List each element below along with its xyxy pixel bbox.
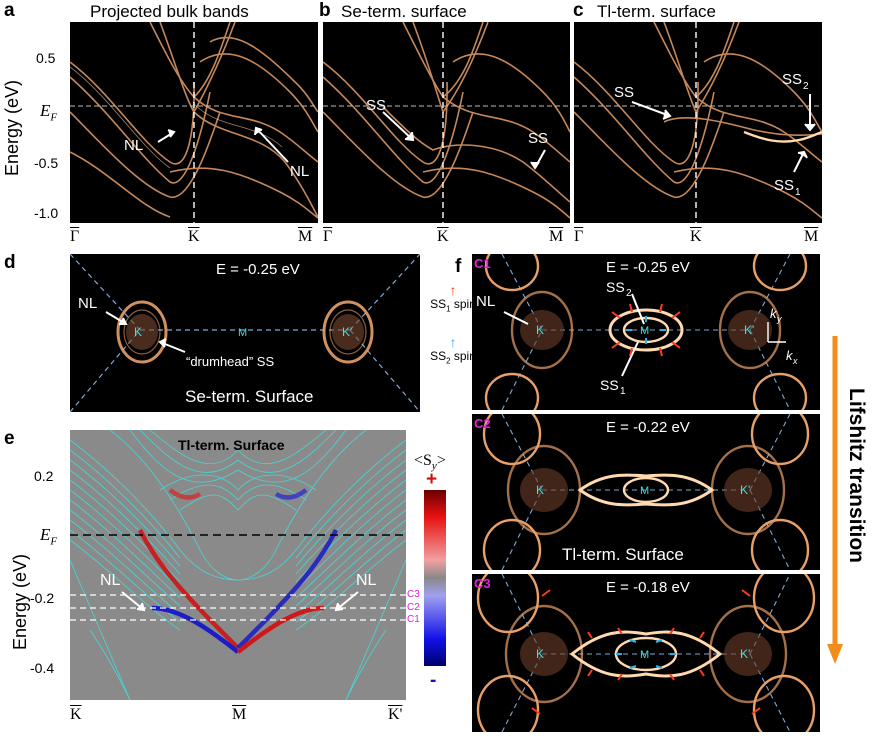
cut-tag-c3: C3 [474, 576, 491, 591]
fermi-surface-c2: E = -0.22 eV Tl-term. Surface K M K' C2 [472, 414, 820, 570]
annotation-nl-a1: NL [124, 137, 143, 154]
cut-tag-c2: C2 [474, 416, 491, 431]
ytick-minus1.0: -1.0 [34, 205, 59, 221]
k-label-d-left: K [134, 325, 142, 339]
ytick-minus0.5: -0.5 [34, 155, 59, 171]
k-label-m-a: M [298, 228, 313, 245]
annotation-ss2-sub-f: 2 [626, 288, 632, 299]
m-label-c1: M [640, 325, 649, 337]
k-label-gamma-c: Γ [574, 228, 584, 245]
annotation-ss1-f: SS [600, 377, 619, 393]
annotation-ss1-sub-f: 1 [620, 386, 626, 397]
e-ytick-0.2: 0.2 [34, 468, 54, 484]
e-ytick-minus0.4: -0.4 [30, 660, 55, 676]
annotation-nl-a2: NL [290, 163, 309, 180]
annotation-nl-e-right: NL [356, 572, 377, 589]
annotation-drumhead: “drumhead” SS [186, 354, 274, 369]
annotation-nl-f: NL [476, 293, 495, 310]
top-y-axis-label: Energy (eV) [2, 79, 22, 176]
m-label-c3: M [640, 649, 649, 661]
m-label-c2: M [640, 485, 649, 497]
k-label-e-right: K' [388, 706, 403, 723]
surface-label-d: Se-term. Surface [185, 387, 314, 406]
k-label-c2-left: K [536, 483, 544, 497]
blue-arrow-icon: ↑ [449, 334, 457, 350]
ky-label: k [770, 306, 778, 321]
annotation-ss2-c: SS [782, 71, 802, 88]
k-label-c3-left: K [536, 647, 544, 661]
annotation-ss2-sub-c: 2 [803, 81, 809, 92]
panel-letter-b: b [319, 0, 331, 21]
annotation-ss-c: SS [614, 84, 634, 101]
energy-label-d: E = -0.25 eV [216, 261, 300, 278]
annotation-ss-b1: SS [366, 97, 386, 114]
k-label-c1-right: K' [744, 323, 754, 337]
k-label-m-c: M [804, 228, 819, 245]
fermi-surface-c1: E = -0.25 eV NL SS 2 SS 1 K M K' k y k x… [472, 254, 820, 410]
k-label-e-left: K [70, 706, 82, 723]
energy-label-c3: E = -0.18 eV [606, 579, 690, 596]
k-label-k-b: K [437, 228, 449, 245]
ky-sub: y [776, 314, 782, 324]
k-label-k-c: K [690, 228, 702, 245]
panel-letter-c: c [573, 0, 584, 21]
annotation-ss2-f: SS [606, 279, 625, 295]
colorbar-minus: - [430, 670, 437, 691]
colorbar-label: <Sy> [414, 452, 446, 473]
annotation-nl-e-left: NL [100, 572, 121, 589]
panel-letter-d: d [4, 252, 16, 273]
fermi-surface-d: E = -0.25 eV NL “drumhead” SS Se-term. S… [70, 254, 420, 412]
spin-legend-ss1: ↑ SS1 spin [428, 283, 478, 313]
kx-sub: x [792, 356, 798, 366]
energy-label-c2: E = -0.22 eV [606, 419, 690, 436]
annotation-ss1-sub-c: 1 [795, 187, 801, 198]
panel-letter-f: f [455, 256, 462, 277]
k-label-c3-right: K' [740, 647, 750, 661]
band-plot-a: NL NL [70, 22, 318, 223]
surface-label-f: Tl-term. Surface [562, 545, 684, 564]
lifshitz-arrow-icon [827, 336, 843, 664]
fermi-surface-c3: E = -0.18 eV K M K' C3 [472, 574, 820, 732]
annotation-nl-d: NL [78, 295, 97, 312]
colorbar [424, 490, 446, 666]
kx-label: k [786, 348, 794, 363]
band-plot-b: SS SS [323, 22, 570, 223]
panel-c-title: Tl-term. surface [597, 2, 717, 21]
k-label-d-right: K' [342, 325, 352, 339]
panel-letter-e: e [4, 428, 15, 449]
cut-label-c1: C1 [407, 614, 420, 625]
surface-label-e: Tl-term. Surface [178, 437, 285, 453]
k-label-gamma-a: Γ [70, 228, 80, 245]
band-plot-c: SS SS 2 SS 1 [574, 22, 822, 223]
k-label-c2-right: K' [740, 483, 750, 497]
spin-legend-ss2: ↑ SS2 spin [428, 335, 478, 365]
ytick-0.5: 0.5 [36, 50, 56, 66]
m-label-e: M [232, 706, 247, 723]
lifshitz-label: Lifshitz transition [845, 388, 868, 563]
ef-label-e: EF [40, 525, 58, 548]
ef-label-top: EF [40, 101, 58, 124]
m-label-d: M [238, 327, 247, 339]
cut-tag-c1: C1 [474, 256, 491, 271]
panel-b-title: Se-term. surface [341, 2, 467, 21]
red-arrow-icon: ↑ [449, 282, 457, 298]
band-plot-e: Tl-term. Surface NL NL [70, 430, 406, 700]
k-label-c1-left: K [536, 323, 544, 337]
cut-label-c3: C3 [407, 589, 420, 600]
panel-letter-a: a [4, 0, 15, 21]
annotation-ss1-c: SS [774, 177, 794, 194]
cut-label-c2: C2 [407, 602, 420, 613]
panel-a-title: Projected bulk bands [90, 2, 249, 21]
e-y-axis-label: Energy (eV) [10, 553, 30, 650]
annotation-ss-b2: SS [528, 130, 548, 147]
colorbar-plus: + [426, 469, 438, 490]
k-label-m-b: M [549, 228, 564, 245]
k-label-k-a: K [188, 228, 200, 245]
energy-label-c1: E = -0.25 eV [606, 259, 690, 276]
e-ytick-minus0.2: -0.2 [30, 590, 55, 606]
k-label-gamma-b: Γ [323, 228, 333, 245]
